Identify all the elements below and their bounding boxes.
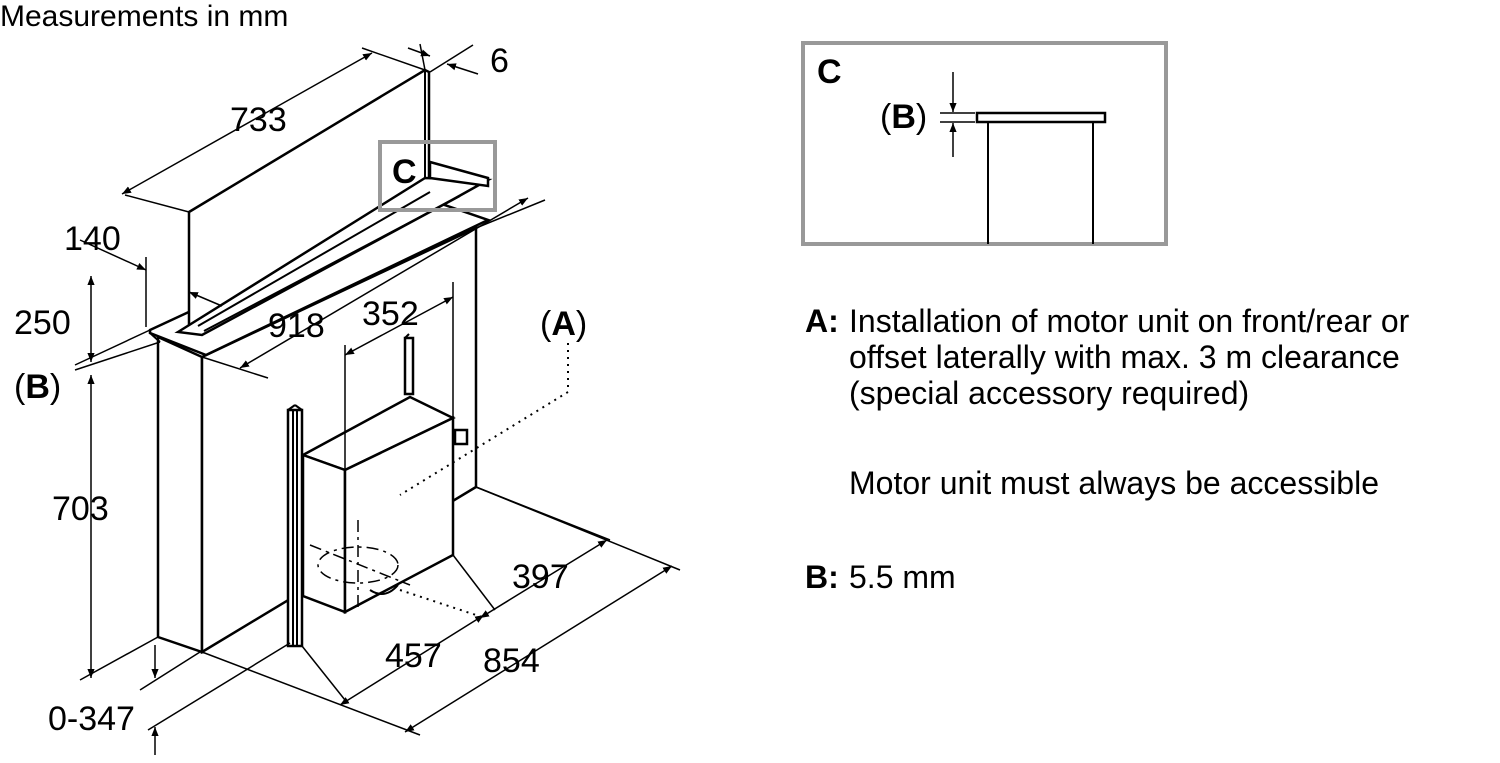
note-a-key: A: xyxy=(805,303,839,339)
notes-legend: A: Installation of motor unit on front/r… xyxy=(805,303,1495,595)
inset-b-letter: B xyxy=(891,98,916,136)
label-b-open: ( xyxy=(14,368,26,406)
dim-0-347: 0-347 xyxy=(48,700,135,738)
note-a-text: Installation of motor unit on front/rear… xyxy=(849,303,1410,411)
detail-c-label: C xyxy=(392,153,417,191)
detail-c-inset-label: C xyxy=(817,53,842,91)
inset-b-close: ) xyxy=(916,98,927,136)
label-b-letter: B xyxy=(25,368,50,406)
dim-703: 703 xyxy=(52,490,109,528)
label-a: (A) xyxy=(540,305,587,343)
label-b-close: ) xyxy=(50,368,61,406)
note-b-key: B: xyxy=(805,559,839,595)
note-a: A: Installation of motor unit on front/r… xyxy=(805,303,1495,411)
dim-250: 250 xyxy=(14,304,71,342)
dim-397: 397 xyxy=(512,558,569,596)
dim-140: 140 xyxy=(64,220,121,258)
label-b-main: (B) xyxy=(14,368,61,406)
inset-b-open: ( xyxy=(880,98,892,136)
note-b: B: 5.5 mm xyxy=(805,559,1495,595)
dim-918: 918 xyxy=(268,307,325,345)
support-post xyxy=(286,404,304,648)
dim-457: 457 xyxy=(385,637,442,675)
label-a-close: ) xyxy=(576,305,587,343)
dim-6: 6 xyxy=(490,42,509,80)
drawing-title: Measurements in mm xyxy=(0,0,288,33)
label-a-letter: A xyxy=(551,305,576,343)
detail-c-inset: C (B) xyxy=(801,41,1168,246)
note-b-text: 5.5 mm xyxy=(849,559,956,595)
label-a-open: ( xyxy=(540,305,552,343)
inset-label-b: (B) xyxy=(880,98,927,136)
note-a-extra: Motor unit must always be accessible xyxy=(849,465,1379,501)
dim-352: 352 xyxy=(362,295,419,333)
dim-733: 733 xyxy=(230,101,287,139)
dim-854: 854 xyxy=(483,642,540,680)
